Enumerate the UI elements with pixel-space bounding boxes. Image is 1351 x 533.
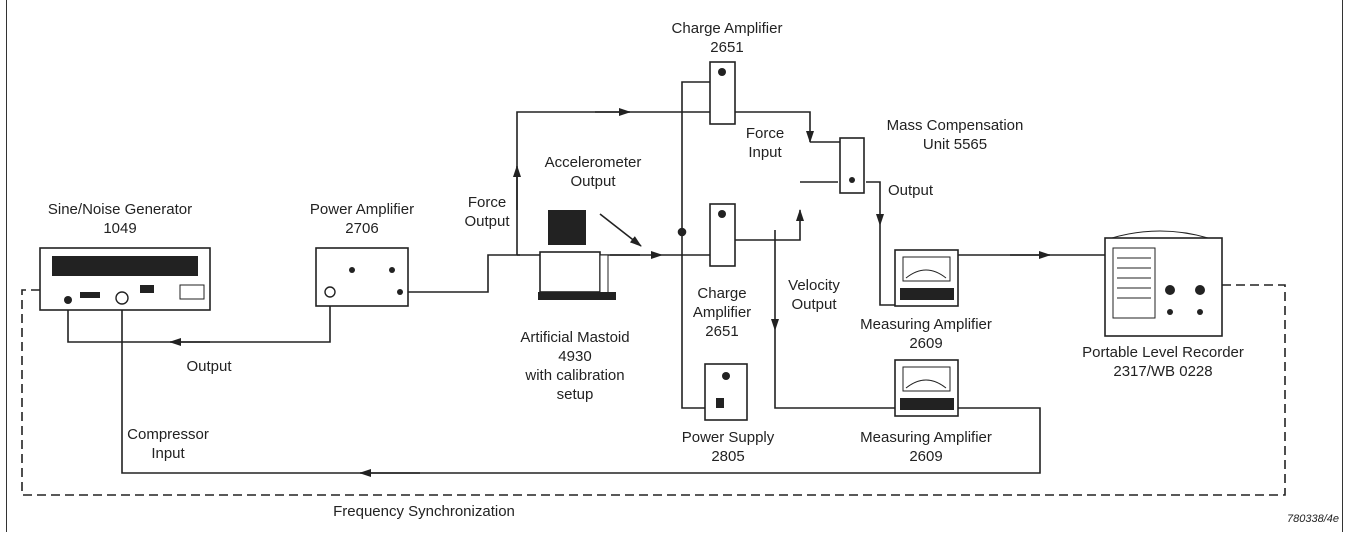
mass-comp-device xyxy=(839,137,865,194)
mass-comp-output-label: Output xyxy=(888,182,934,199)
compressor-wire xyxy=(121,310,1041,474)
power-supply-device xyxy=(704,363,748,421)
figure-reference: 780338/4e xyxy=(1287,513,1339,525)
power-amp-device xyxy=(315,247,409,307)
meas-amp-top-device xyxy=(894,249,959,307)
power-supply-wire xyxy=(681,81,710,232)
freq-sync-label: Frequency Synchronization xyxy=(333,503,515,520)
charge-amp-mid-device xyxy=(709,203,736,267)
level-recorder-device xyxy=(1104,230,1223,337)
generator-device xyxy=(39,247,211,311)
gen-output-label: Output xyxy=(186,358,232,375)
power-to-mastoid xyxy=(408,254,520,293)
diagram-frame xyxy=(6,0,1343,532)
freq-sync-line xyxy=(21,284,1286,496)
mastoid-device xyxy=(538,210,616,300)
meas-amp-bot-device xyxy=(894,359,959,417)
charge-amp-top-device xyxy=(709,61,736,125)
